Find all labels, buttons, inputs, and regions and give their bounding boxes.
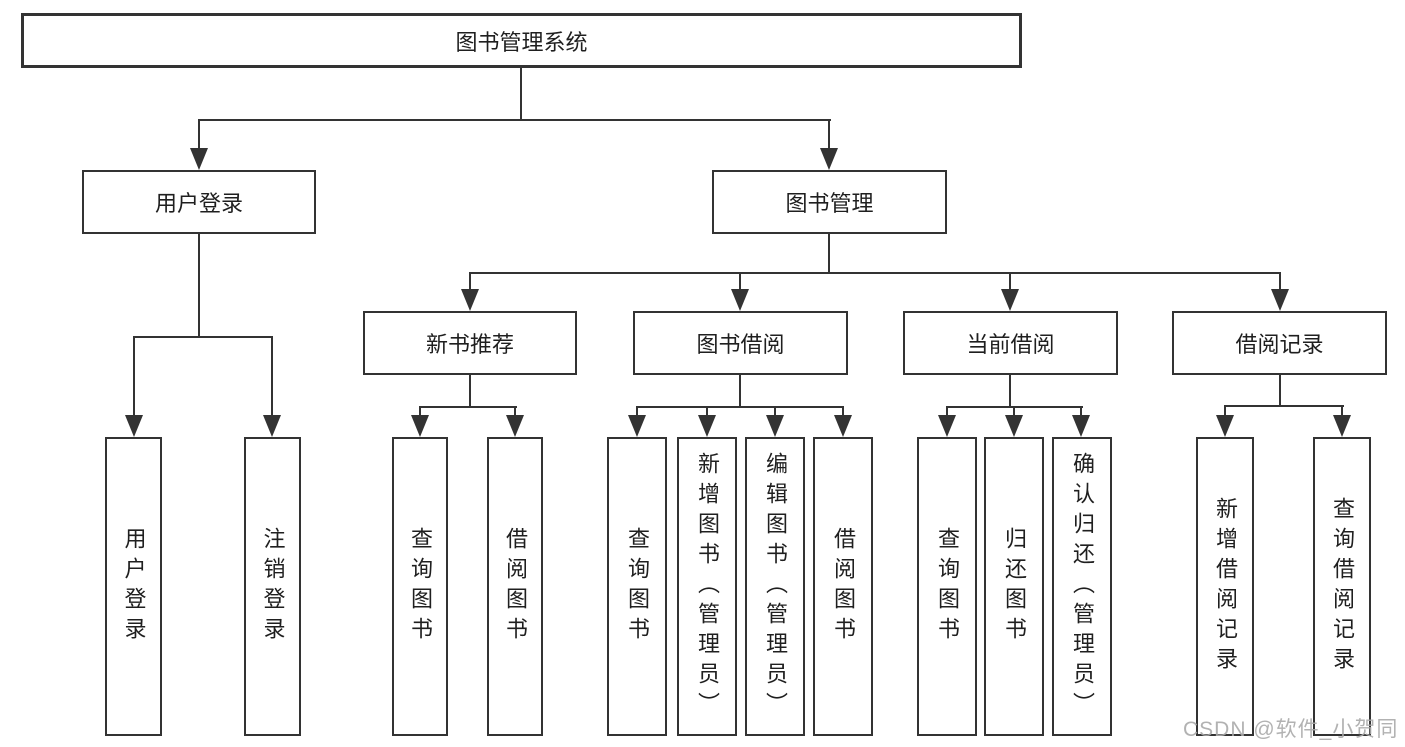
arrowhead-icon (731, 289, 749, 311)
leaf-confirm-return-admin: 确认归还（管理员） (1052, 437, 1112, 736)
connector-newbook-bus (419, 406, 517, 408)
arrowhead-icon (1005, 415, 1023, 437)
connector-drop-book-mgmt (828, 119, 830, 152)
leaf-user-login: 用户登录 (105, 437, 162, 736)
arrowhead-icon (628, 415, 646, 437)
arrowhead-icon (938, 415, 956, 437)
leaf-return-books: 归还图书 (984, 437, 1044, 736)
leaf-query-books: 查询图书 (917, 437, 977, 736)
leaf-query-books: 查询图书 (607, 437, 667, 736)
leaf-label: 编辑图书（管理员） (763, 451, 788, 722)
node-label: 图书管理 (785, 191, 874, 216)
leaf-label: 确认归还（管理员） (1070, 451, 1095, 722)
arrowhead-icon (1216, 415, 1234, 437)
arrowhead-icon (263, 415, 281, 437)
connector-bookmgmt-bus (469, 272, 1281, 274)
connector-drop-leaf (419, 406, 421, 418)
leaf-label: 新增借阅记录 (1213, 496, 1238, 677)
node-current-borrow: 当前借阅 (903, 311, 1118, 375)
leaf-label: 查询图书 (408, 526, 433, 647)
leaf-label: 新增图书（管理员） (695, 451, 720, 722)
node-new-book-recommend: 新书推荐 (363, 311, 577, 375)
arrowhead-icon (834, 415, 852, 437)
connector-drop-user-login (198, 119, 200, 152)
arrowhead-icon (1001, 289, 1019, 311)
connector-drop-level3 (469, 272, 471, 292)
leaf-query-borrow-record: 查询借阅记录 (1313, 437, 1371, 736)
leaf-add-borrow-record: 新增借阅记录 (1196, 437, 1254, 736)
connector-drop-leaf (842, 406, 844, 418)
arrowhead-icon (506, 415, 524, 437)
connector-drop-leaf (774, 406, 776, 418)
leaf-label: 归还图书 (1002, 526, 1027, 647)
connector-drop-level3 (739, 272, 741, 292)
connector-current-stem (1009, 375, 1011, 408)
arrowhead-icon (125, 415, 143, 437)
connector-drop-leaf (271, 336, 273, 418)
arrowhead-icon (820, 148, 838, 170)
node-book-management: 图书管理 (712, 170, 947, 234)
connector-drop-leaf (1080, 406, 1082, 418)
connector-drop-leaf (133, 336, 135, 418)
leaf-edit-book-admin: 编辑图书（管理员） (745, 437, 805, 736)
leaf-query-books: 查询图书 (392, 437, 448, 736)
leaf-label: 查询借阅记录 (1330, 496, 1355, 677)
connector-records-stem (1279, 375, 1281, 407)
node-root: 图书管理系统 (21, 13, 1022, 68)
node-label: 当前借阅 (966, 332, 1055, 357)
node-label: 新书推荐 (425, 332, 514, 357)
leaf-label: 查询图书 (625, 526, 650, 647)
connector-drop-leaf (1341, 405, 1343, 418)
leaf-label: 查询图书 (935, 526, 960, 647)
arrowhead-icon (1333, 415, 1351, 437)
node-label: 用户登录 (154, 191, 243, 216)
connector-bookmgmt-stem (828, 234, 830, 274)
connector-drop-leaf (514, 406, 516, 418)
arrowhead-icon (461, 289, 479, 311)
leaf-label: 注销登录 (260, 526, 286, 647)
node-label: 图书借阅 (696, 332, 785, 357)
leaf-borrow-books: 借阅图书 (813, 437, 873, 736)
connector-drop-leaf (636, 406, 638, 418)
connector-drop-leaf (1224, 405, 1226, 418)
connector-drop-leaf (1013, 406, 1015, 418)
connector-userlogin-stem (198, 234, 200, 338)
node-user-login-branch: 用户登录 (82, 170, 316, 234)
arrowhead-icon (411, 415, 429, 437)
leaf-borrow-books: 借阅图书 (487, 437, 543, 736)
connector-drop-leaf (706, 406, 708, 418)
connector-drop-leaf (946, 406, 948, 418)
arrowhead-icon (190, 148, 208, 170)
leaf-add-book-admin: 新增图书（管理员） (677, 437, 737, 736)
connector-borrow-bus (636, 406, 844, 408)
leaf-label: 借阅图书 (831, 526, 856, 647)
arrowhead-icon (1271, 289, 1289, 311)
node-borrow-records: 借阅记录 (1172, 311, 1387, 375)
connector-root-bus (198, 119, 831, 121)
leaf-label: 用户登录 (121, 526, 147, 647)
watermark: CSDN @软件_小贺同学 (1183, 718, 1399, 741)
node-book-borrow: 图书借阅 (633, 311, 848, 375)
connector-drop-level3 (1279, 272, 1281, 292)
leaf-label: 借阅图书 (503, 526, 528, 647)
arrowhead-icon (1072, 415, 1090, 437)
connector-newbook-stem (469, 375, 471, 408)
connector-drop-level3 (1009, 272, 1011, 292)
node-label: 借阅记录 (1235, 332, 1324, 357)
connector-userlogin-bus (133, 336, 273, 338)
connector-borrow-stem (739, 375, 741, 408)
arrowhead-icon (766, 415, 784, 437)
connector-root-stem (520, 68, 522, 119)
connector-records-bus (1224, 405, 1344, 407)
arrowhead-icon (698, 415, 716, 437)
node-root-label: 图书管理系统 (455, 29, 588, 55)
leaf-logout: 注销登录 (244, 437, 301, 736)
